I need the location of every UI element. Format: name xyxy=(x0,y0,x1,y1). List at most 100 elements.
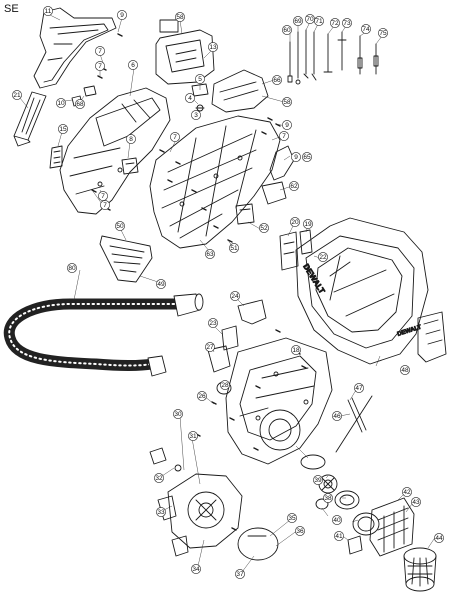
callout-number: 70 xyxy=(306,16,314,23)
callout-circle xyxy=(303,219,313,229)
callout-number: 51 xyxy=(230,245,238,252)
part-rods xyxy=(335,395,373,453)
callout-circle xyxy=(56,98,66,108)
callout-65: 65 xyxy=(302,152,312,162)
callout-80: 80 xyxy=(67,263,77,273)
callout-26: 26 xyxy=(197,391,207,401)
model-tag: SE xyxy=(4,3,19,15)
callout-11a: 11 xyxy=(43,6,53,16)
callout-number: 39 xyxy=(314,477,322,484)
callout-circle xyxy=(282,97,292,107)
callout-6a: 6 xyxy=(128,60,138,70)
callout-circle xyxy=(287,513,297,523)
part-switch-group xyxy=(191,83,209,112)
callout-number: 75 xyxy=(379,30,387,37)
part-24 xyxy=(237,299,267,325)
callout-9c: 9 xyxy=(291,152,301,162)
callout-circle xyxy=(188,431,198,441)
callout-9a: 9 xyxy=(117,10,127,20)
callout-30: 30 xyxy=(173,409,183,419)
callout-circle xyxy=(195,74,205,84)
callout-circle xyxy=(229,243,239,253)
callout-number: 42 xyxy=(403,489,411,496)
brand-mark-cap: DEWALT xyxy=(397,324,423,337)
callout-circle xyxy=(330,18,340,28)
callout-circle xyxy=(175,12,185,22)
part-filter-44 xyxy=(403,547,437,592)
callout-number: 52 xyxy=(260,225,268,232)
callout-number: 24 xyxy=(231,293,239,300)
callout-circle xyxy=(295,526,305,536)
callout-circle xyxy=(259,223,269,233)
part-15 xyxy=(49,145,63,169)
callout-number: 6 xyxy=(131,62,135,69)
callout-4: 4 xyxy=(185,93,195,103)
callout-27: 27 xyxy=(205,342,215,352)
callout-number: 8 xyxy=(129,136,133,143)
callout-49: 49 xyxy=(156,279,166,289)
callout-number: 68 xyxy=(76,101,84,108)
callout-circle xyxy=(282,25,292,35)
callout-5: 5 xyxy=(195,74,205,84)
callout-number: 7 xyxy=(101,193,105,200)
callout-number: 50 xyxy=(116,223,124,230)
callout-circle xyxy=(126,134,136,144)
callout-circle xyxy=(279,131,289,141)
callout-circle xyxy=(318,252,328,262)
leader-lines xyxy=(19,13,437,573)
callout-21: 21 xyxy=(12,90,22,100)
callout-7d: 7 xyxy=(170,132,180,142)
part-battery-housing xyxy=(295,217,429,365)
callout-7e: 7 xyxy=(279,131,289,141)
callout-number: 37 xyxy=(236,571,244,578)
callout-number: 7 xyxy=(173,134,177,141)
callout-72: 72 xyxy=(330,18,340,28)
callout-number: 48 xyxy=(401,367,409,374)
callout-number: 34 xyxy=(192,566,200,573)
callout-38: 38 xyxy=(323,493,333,503)
callout-20: 20 xyxy=(290,217,300,227)
callout-circle xyxy=(334,531,344,541)
callout-number: 28 xyxy=(221,382,229,389)
callout-circle xyxy=(156,507,166,517)
callout-number: 22 xyxy=(319,254,327,261)
callout-60: 60 xyxy=(282,25,292,35)
callout-circle xyxy=(302,152,312,162)
callout-34: 34 xyxy=(191,564,201,574)
callout-number: 49 xyxy=(157,281,165,288)
callout-51: 51 xyxy=(229,243,239,253)
callout-circle xyxy=(290,217,300,227)
callout-number: 13 xyxy=(209,44,217,51)
part-center-housing xyxy=(149,115,281,249)
callout-58a: 58 xyxy=(175,12,185,22)
callout-number: 41 xyxy=(335,533,343,540)
callout-number: 72 xyxy=(331,20,339,27)
part-fastener-set xyxy=(287,29,379,85)
callout-circle xyxy=(191,110,201,120)
brand-mark-housing: DEWALT xyxy=(301,262,326,295)
callout-7f: 7 xyxy=(98,191,108,201)
callout-circle xyxy=(411,497,421,507)
callout-circle xyxy=(230,291,240,301)
callout-number: 58 xyxy=(283,99,291,106)
callout-36: 36 xyxy=(295,526,305,536)
callout-circle xyxy=(291,345,301,355)
callout-74: 74 xyxy=(361,24,371,34)
callout-3: 3 xyxy=(191,110,201,120)
callout-62: 62 xyxy=(289,181,299,191)
callout-37: 37 xyxy=(235,569,245,579)
callout-circle xyxy=(291,152,301,162)
callout-circle xyxy=(170,132,180,142)
callout-number: 30 xyxy=(174,411,182,418)
callout-number: 23 xyxy=(209,320,217,327)
callout-circle xyxy=(402,487,412,497)
callout-circle xyxy=(235,569,245,579)
callout-number: 5 xyxy=(198,76,202,83)
callout-71: 71 xyxy=(314,16,324,26)
callout-40: 40 xyxy=(332,515,342,525)
callout-number: 71 xyxy=(315,18,323,25)
callout-33: 33 xyxy=(156,507,166,517)
part-motor-base xyxy=(225,337,333,465)
callout-number: 36 xyxy=(296,528,304,535)
